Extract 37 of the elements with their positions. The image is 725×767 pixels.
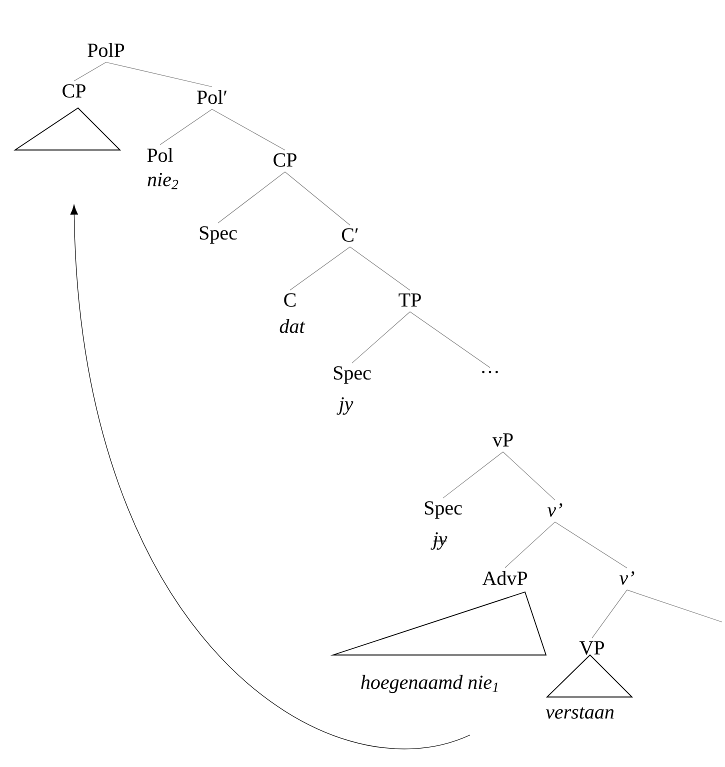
lexical-item: hoegenaamd nie$_{1}$ xyxy=(361,674,498,694)
tree-branch xyxy=(504,522,556,568)
tree-branch xyxy=(74,62,106,82)
node-label: v’ xyxy=(620,571,634,585)
node-label: C xyxy=(284,293,296,307)
tree-branch xyxy=(290,246,350,290)
node-label: PolP xyxy=(88,42,124,58)
node-label: Spec xyxy=(424,501,462,519)
lexical-item: verstaan xyxy=(546,707,614,719)
tree-branch xyxy=(410,311,490,368)
tree-branch xyxy=(502,452,556,500)
tree-branch xyxy=(352,311,410,364)
movement-arrow xyxy=(70,204,470,749)
node-label: Pol xyxy=(147,148,173,162)
node-label: CP xyxy=(274,153,296,167)
lexical-item: dat xyxy=(280,318,306,334)
node-label: C′ xyxy=(342,228,358,242)
node-label: Spec xyxy=(200,226,237,244)
tree-branch xyxy=(212,108,286,150)
tree-branch xyxy=(554,522,628,568)
node-label: … xyxy=(482,370,498,374)
node-label: v’ xyxy=(548,503,562,517)
node-label: TP xyxy=(398,293,421,307)
node-label: vP xyxy=(492,433,513,447)
tree-branch xyxy=(160,108,212,146)
node-label: Pol′ xyxy=(197,90,227,104)
tree-branch xyxy=(284,172,350,226)
lexical-item: nie$_{2}$ xyxy=(148,172,178,190)
node-label: CP xyxy=(62,84,86,98)
lexical-item: jy xyxy=(336,397,354,415)
tree-branch xyxy=(442,452,504,498)
tree-branch xyxy=(592,590,628,638)
tree-branch xyxy=(626,590,722,622)
tree-branch xyxy=(350,246,410,291)
tree-branch xyxy=(218,172,286,224)
tree-branch xyxy=(106,62,212,88)
node-label: Spec xyxy=(334,366,371,384)
